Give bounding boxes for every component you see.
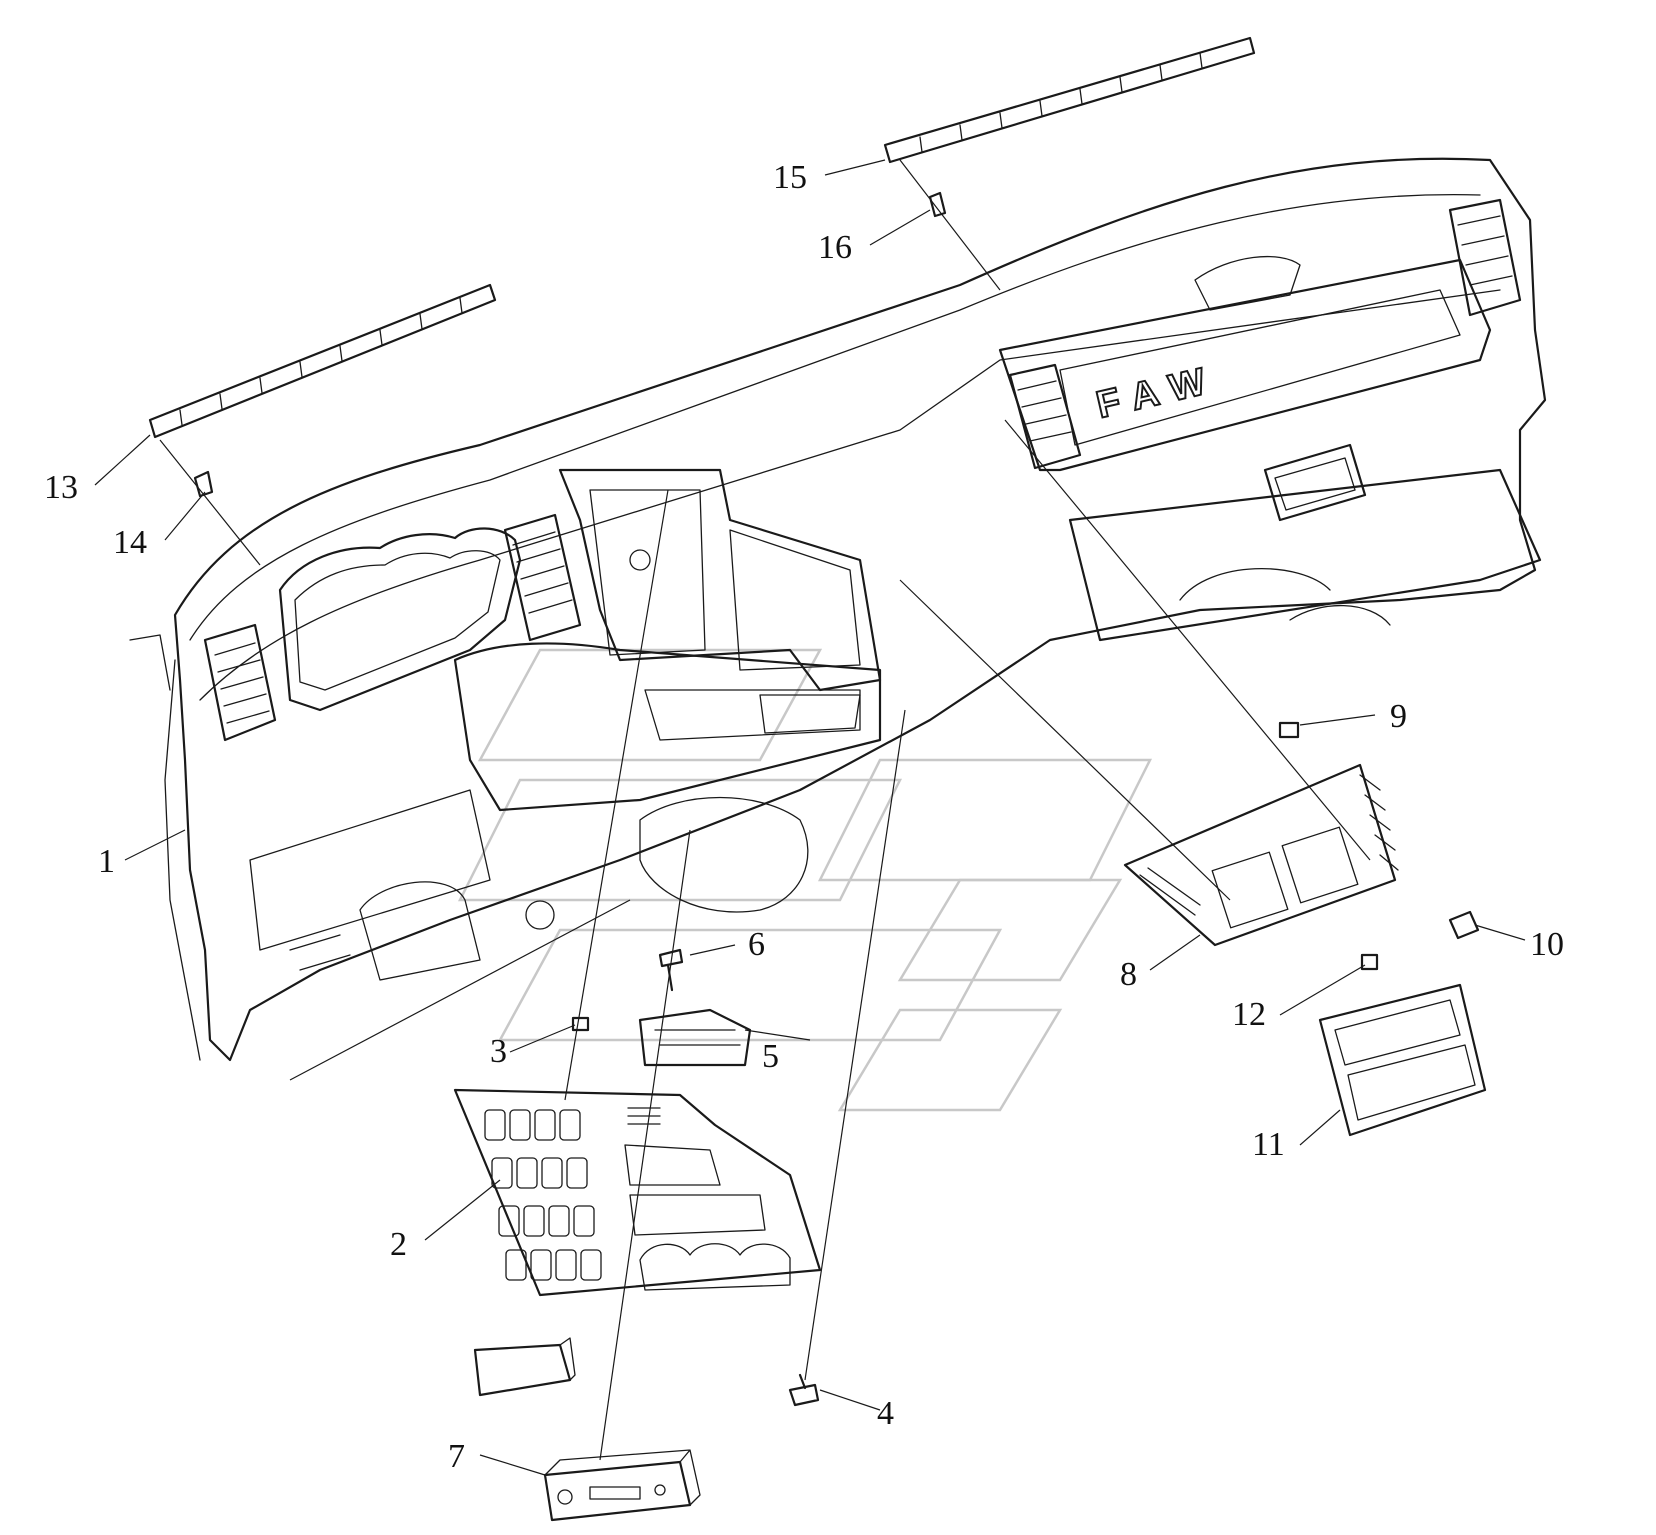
- faw-logo: FAW: [1093, 358, 1224, 427]
- dashboard-body: FAW: [129, 157, 1547, 1062]
- radio-unit: [543, 1449, 701, 1522]
- callout-15: 15: [773, 159, 807, 196]
- centre-vent-panel: [1123, 763, 1399, 947]
- trim-strip-left: [148, 283, 497, 439]
- callout-7: 7: [448, 1438, 465, 1475]
- trim-strip-right: [883, 36, 1256, 164]
- callout-11: 11: [1252, 1126, 1285, 1163]
- callout-1: 1: [98, 843, 115, 880]
- callout-2: 2: [390, 1226, 407, 1263]
- callout-12: 12: [1232, 996, 1266, 1033]
- clip-14: [193, 470, 214, 498]
- callout-8: 8: [1120, 956, 1137, 993]
- clip-16: [928, 191, 947, 218]
- switch-panel: [453, 1088, 822, 1297]
- callout-16: 16: [818, 229, 852, 266]
- clip-9: [1278, 721, 1300, 739]
- screw-4: [788, 1373, 820, 1407]
- callout-10: 10: [1530, 926, 1564, 963]
- right-vent-inner: [1008, 363, 1082, 470]
- callout-14: 14: [113, 524, 147, 561]
- callout-13: 13: [44, 469, 78, 506]
- mounting-bracket: [638, 1008, 752, 1067]
- clip-12: [1360, 953, 1379, 971]
- callout-6: 6: [748, 926, 765, 963]
- centre-left-vent: [503, 513, 582, 642]
- callout-9: 9: [1390, 698, 1407, 735]
- right-vent-outer: [1448, 198, 1522, 317]
- left-vent: [203, 623, 277, 742]
- callout-4: 4: [877, 1395, 894, 1432]
- screw-6: [658, 948, 684, 992]
- clip-3: [571, 1016, 590, 1032]
- storage-tray: [473, 1343, 572, 1397]
- screw-10: [1448, 910, 1480, 940]
- watermark: [457, 648, 1153, 1112]
- callouts: 1 2 3 4 5 6 7 8 9 10 11 12 13 14 15 16: [44, 159, 1564, 1475]
- cup-holder-tray: [1318, 983, 1487, 1137]
- callout-5: 5: [762, 1038, 779, 1075]
- leader-lines: [94, 159, 1526, 1476]
- callout-3: 3: [490, 1033, 507, 1070]
